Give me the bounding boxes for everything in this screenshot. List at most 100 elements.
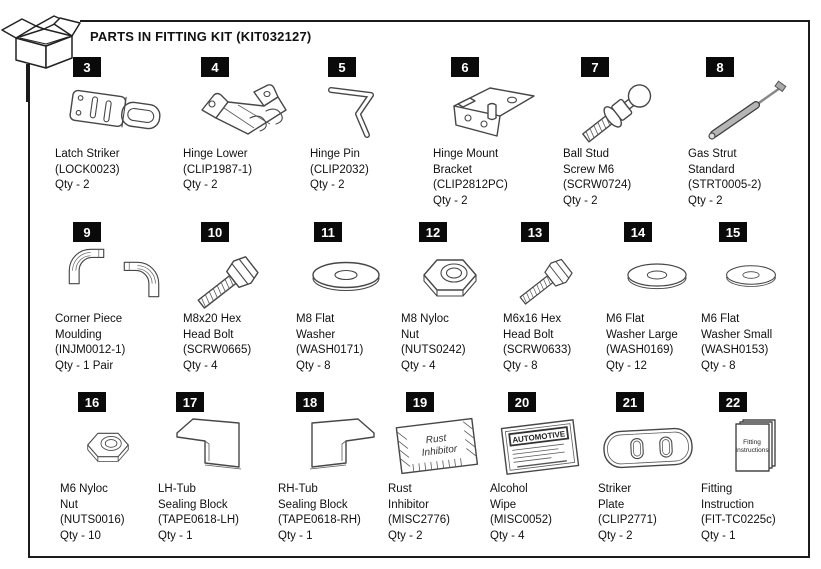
item-name: Fitting [701, 483, 733, 495]
item-part-number: (TAPE0618-RH) [278, 514, 361, 526]
booklet-text: Instructions [735, 447, 769, 454]
item-name: M6 Flat [701, 313, 740, 325]
item-qty: Qty - 2 [688, 194, 723, 207]
item-qty: Qty - 1 [278, 529, 313, 542]
item-number-badge: 4 [201, 57, 229, 77]
latch-striker-illustration [69, 89, 161, 130]
item-name: Head Bolt [503, 328, 554, 341]
item-qty: Qty - 2 [183, 179, 218, 191]
fitting-instruction-illustration: Fitting Instructions [735, 419, 776, 472]
part-item: 14 M6 Flat Washer Large (WASH0169) Qty -… [606, 222, 708, 374]
striker-plate-illustration [603, 427, 693, 469]
item-part-number: (MISC0052) [490, 514, 552, 526]
item-qty: Qty - 8 [701, 359, 736, 372]
item-number-badge: 16 [78, 392, 106, 412]
hex-bolt-m6-illustration [514, 256, 575, 311]
item-qty: Qty - 2 [388, 529, 423, 542]
item-name: Rust [388, 483, 412, 495]
item-name: M6 Flat [606, 313, 645, 325]
item-number-badge: 13 [521, 222, 549, 242]
item-number-badge: 6 [451, 57, 479, 77]
item-number-badge: 8 [706, 57, 734, 77]
item-part-number: (MISC2776) [388, 514, 450, 526]
page-border [28, 20, 810, 558]
item-name: Corner Piece [55, 313, 123, 325]
hinge-lower-illustration [201, 84, 287, 135]
item-name: Head Bolt [183, 328, 234, 341]
item-name: Gas Strut [688, 148, 737, 160]
item-name: M6 Nyloc [60, 483, 108, 495]
item-name: LH-Tub [158, 483, 196, 495]
rh-sealing-block-illustration [309, 418, 375, 470]
item-part-number: (CLIP2812PC) [433, 179, 508, 191]
item-name: Moulding [55, 328, 102, 341]
part-item: 11 M8 Flat Washer (WASH0171) Qty - 8 [296, 222, 396, 374]
item-qty: Qty - 8 [503, 359, 538, 372]
item-number-badge: 15 [719, 222, 747, 242]
alcohol-wipe-illustration: AUTOMOTIVE [500, 419, 580, 475]
item-part-number: (LOCK0023) [55, 163, 120, 176]
item-name: Plate [598, 498, 625, 511]
item-qty: Qty - 2 [433, 194, 468, 207]
item-name: Standard [688, 163, 735, 176]
rust-packet-text: Inhibitor [421, 444, 458, 459]
item-name: Wipe [490, 498, 517, 511]
part-item: 9 Corner Piece Moulding (INJM0012-1) Qty… [55, 222, 173, 374]
part-item: 18 RH-Tub Sealing Block (TAPE0618-RH) Qt… [278, 392, 394, 544]
item-name: Bracket [433, 163, 472, 176]
part-item: 6 Hinge Mount Bracket (CLIP2812PC) Qty -… [433, 57, 555, 209]
item-number-badge: 12 [419, 222, 447, 242]
item-part-number: (CLIP2032) [310, 163, 369, 176]
rust-packet-text: Rust [425, 433, 448, 447]
item-part-number: (NUTS0242) [401, 344, 466, 356]
item-qty: Qty - 4 [490, 529, 525, 542]
item-name: Hinge Mount [433, 148, 499, 160]
item-qty: Qty - 4 [401, 359, 436, 372]
item-qty: Qty - 12 [606, 359, 647, 372]
item-number-badge: 9 [73, 222, 101, 242]
item-name: Striker [598, 483, 632, 495]
flat-washer-small-illustration [726, 265, 776, 287]
rust-inhibitor-illustration: Rust Inhibitor [395, 417, 479, 475]
item-name: Latch Striker [55, 148, 120, 160]
item-qty: Qty - 2 [310, 179, 345, 191]
item-number-badge: 18 [296, 392, 324, 412]
item-name: M8x20 Hex [183, 313, 242, 325]
item-number-badge: 11 [314, 222, 342, 242]
item-name: Washer Large [606, 328, 678, 341]
gas-strut-illustration [707, 80, 787, 140]
item-part-number: (SCRW0665) [183, 344, 252, 356]
nyloc-nut-m8-illustration [423, 259, 477, 297]
item-part-number: (WASH0153) [701, 344, 769, 356]
nyloc-nut-m6-illustration [86, 432, 129, 462]
item-name: Instruction [701, 498, 755, 511]
item-qty: Qty - 1 Pair [55, 359, 114, 372]
ball-stud-screw-illustration [582, 84, 652, 143]
item-name: Ball Stud [563, 148, 610, 160]
item-part-number: (NUTS0016) [60, 514, 125, 526]
item-number-badge: 14 [624, 222, 652, 242]
item-name: M6x16 Hex [503, 313, 562, 325]
item-number-badge: 7 [581, 57, 609, 77]
item-name: Inhibitor [388, 498, 429, 511]
item-name: Hinge Pin [310, 148, 360, 160]
item-qty: Qty - 1 [701, 529, 736, 542]
item-name: Alcohol [490, 483, 528, 495]
item-name: Nut [60, 498, 78, 511]
page-title: PARTS IN FITTING KIT (KIT032127) [90, 29, 312, 44]
part-item: 20 AUTOMOTIVE Alcohol Wipe (MISC0052) Qt… [490, 392, 590, 544]
item-qty: Qty - 2 [563, 194, 598, 207]
item-name: Washer [296, 328, 336, 341]
open-box-icon [1, 15, 81, 102]
item-number-badge: 21 [616, 392, 644, 412]
hex-bolt-m8-illustration [192, 252, 262, 316]
item-part-number: (FIT-TC0225c) [701, 514, 776, 526]
item-part-number: (TAPE0618-LH) [158, 514, 239, 526]
item-number-badge: 17 [176, 392, 204, 412]
item-name: Sealing Block [278, 498, 348, 511]
part-item: 10 M8x20 Hex Head Bolt (SCRW0665) Qty - … [183, 222, 289, 374]
part-item: 8 Gas Strut Standard (STRT0005-2) Qty - … [688, 57, 803, 209]
part-item: 7 Ball Stud Screw M6 (SCRW0724) Qty - 2 [563, 57, 675, 209]
item-qty: Qty - 4 [183, 359, 218, 372]
item-number-badge: 5 [328, 57, 356, 77]
